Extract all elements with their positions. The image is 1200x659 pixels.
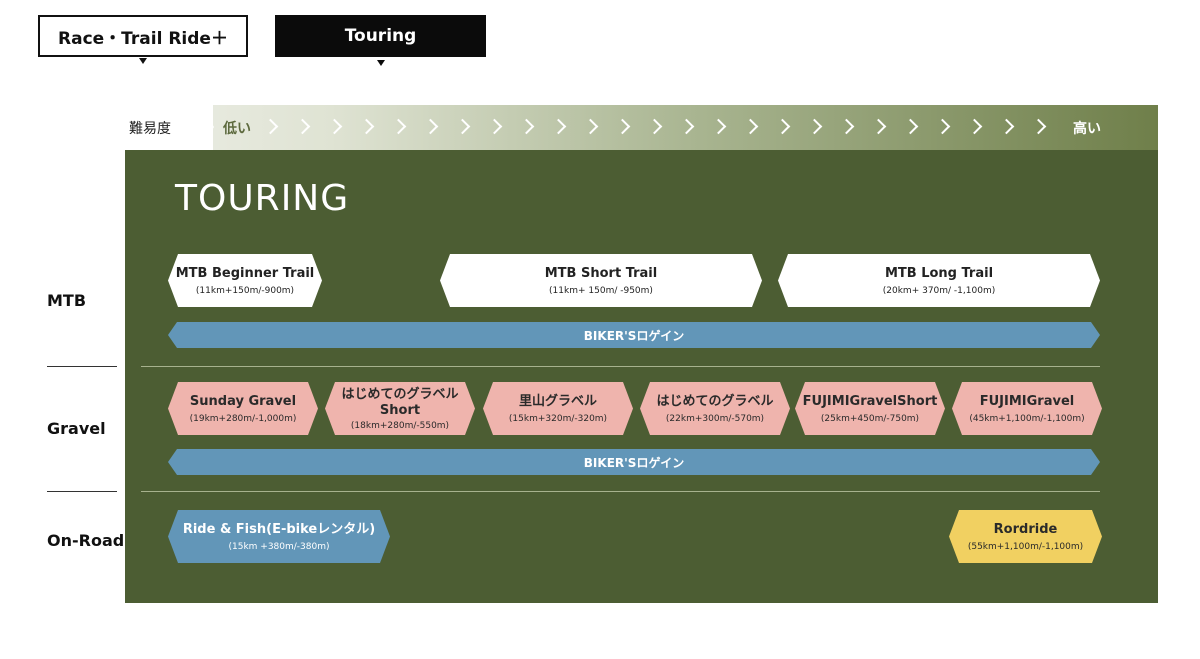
chevron-right-icon <box>934 118 951 135</box>
course-distance: (20km+ 370m/ -1,100m) <box>882 285 996 296</box>
course-name: はじめてのグラベル <box>656 393 774 409</box>
course-distance: (11km+150m/-900m) <box>195 285 295 296</box>
tab-race-label: Race・Trail Ride＋ <box>58 28 228 49</box>
tab-pointer-icon <box>139 58 147 64</box>
chevron-right-icon <box>774 118 791 135</box>
chevron-right-icon <box>358 118 375 135</box>
chevron-right-icon <box>614 118 631 135</box>
course-distance: (11km+ 150m/ -950m) <box>549 285 653 296</box>
row-label-mtb: MTB <box>47 291 87 310</box>
chevron-right-icon <box>710 118 727 135</box>
chevron-right-icon <box>454 118 471 135</box>
chevron-right-icon <box>646 118 663 135</box>
event-bikers-rogaine-mtb[interactable]: BIKER'Sロゲイン <box>168 322 1100 348</box>
course-name: FUJIMIGravelShort <box>802 393 938 409</box>
course-distance: (22km+300m/-570m) <box>665 413 765 424</box>
event-label: BIKER'Sロゲイン <box>583 455 685 470</box>
chevron-right-icon <box>390 118 407 135</box>
event-bikers-rogaine-gravel[interactable]: BIKER'Sロゲイン <box>168 449 1100 475</box>
chevron-right-icon <box>326 118 343 135</box>
chevron-right-icon <box>582 118 599 135</box>
tab-pointer-icon <box>376 60 385 66</box>
course-name: MTB Short Trail <box>544 265 658 281</box>
course-name: はじめてのグラベル Short <box>341 386 459 418</box>
difficulty-high: 高い <box>1073 121 1101 137</box>
course-rordride[interactable]: Rordride (55km+1,100m/-1,100m) <box>949 510 1102 563</box>
divider <box>47 491 117 492</box>
tab-touring[interactable]: Touring <box>275 15 486 66</box>
panel-divider <box>141 366 1100 367</box>
difficulty-low: 低い <box>223 121 251 137</box>
course-hajimete-gravel-short[interactable]: はじめてのグラベル Short (18km+280m/-550m) <box>325 382 475 435</box>
course-distance: (15km +380m/-380m) <box>228 541 330 552</box>
difficulty-arrow-icon <box>200 105 214 149</box>
chevron-right-icon <box>1030 118 1047 135</box>
course-distance: (45km+1,100m/-1,100m) <box>969 413 1085 424</box>
course-distance: (55km+1,100m/-1,100m) <box>967 541 1084 552</box>
course-name: 里山グラベル <box>518 393 597 409</box>
course-satoyama-gravel[interactable]: 里山グラベル (15km+320m/-320m) <box>483 382 633 435</box>
chevron-right-icon <box>294 118 311 135</box>
chevron-right-icon <box>966 118 983 135</box>
chevron-right-icon <box>838 118 855 135</box>
chevron-right-icon <box>262 118 279 135</box>
panel-divider <box>141 491 1100 492</box>
chevron-right-icon <box>870 118 887 135</box>
course-ride-and-fish[interactable]: Ride & Fish(E-bikeレンタル) (15km +380m/-380… <box>168 510 390 563</box>
chevron-right-icon <box>998 118 1015 135</box>
course-mtb-beginner-trail[interactable]: MTB Beginner Trail (11km+150m/-900m) <box>168 254 322 307</box>
divider <box>47 366 117 367</box>
chevron-right-icon <box>902 118 919 135</box>
tab-race-trail-ride[interactable]: Race・Trail Ride＋ <box>38 15 248 64</box>
course-name: MTB Long Trail <box>884 265 994 281</box>
course-fujimi-gravel[interactable]: FUJIMIGravel (45km+1,100m/-1,100m) <box>952 382 1102 435</box>
course-hajimete-gravel[interactable]: はじめてのグラベル (22km+300m/-570m) <box>640 382 790 435</box>
chevron-right-icon <box>678 118 695 135</box>
course-distance: (25km+450m/-750m) <box>820 413 920 424</box>
course-mtb-short-trail[interactable]: MTB Short Trail (11km+ 150m/ -950m) <box>440 254 762 307</box>
course-mtb-long-trail[interactable]: MTB Long Trail (20km+ 370m/ -1,100m) <box>778 254 1100 307</box>
course-distance: (19km+280m/-1,000m) <box>189 413 297 424</box>
course-name: MTB Beginner Trail <box>175 265 315 281</box>
difficulty-bar: 難易度 低い 高い <box>125 105 1158 150</box>
course-distance: (18km+280m/-550m) <box>350 420 450 431</box>
course-sunday-gravel[interactable]: Sunday Gravel (19km+280m/-1,000m) <box>168 382 318 435</box>
row-label-onroad: On-Road <box>47 531 125 550</box>
page-title: TOURING <box>175 178 350 219</box>
tab-touring-label: Touring <box>344 26 417 46</box>
course-name: Rordride <box>993 521 1058 537</box>
chevron-right-icon <box>806 118 823 135</box>
chevron-right-icon <box>422 118 439 135</box>
row-label-gravel: Gravel <box>47 419 106 438</box>
course-name: Sunday Gravel <box>189 393 297 409</box>
chevron-right-icon <box>518 118 535 135</box>
chevron-right-icon <box>742 118 759 135</box>
course-name: Ride & Fish(E-bikeレンタル) <box>182 521 376 537</box>
difficulty-label: 難易度 <box>125 105 213 150</box>
event-label: BIKER'Sロゲイン <box>583 328 685 343</box>
course-fujimi-gravel-short[interactable]: FUJIMIGravelShort (25km+450m/-750m) <box>795 382 945 435</box>
course-name: FUJIMIGravel <box>979 393 1075 409</box>
chevron-right-icon <box>550 118 567 135</box>
course-distance: (15km+320m/-320m) <box>508 413 608 424</box>
chevron-right-icon <box>486 118 503 135</box>
